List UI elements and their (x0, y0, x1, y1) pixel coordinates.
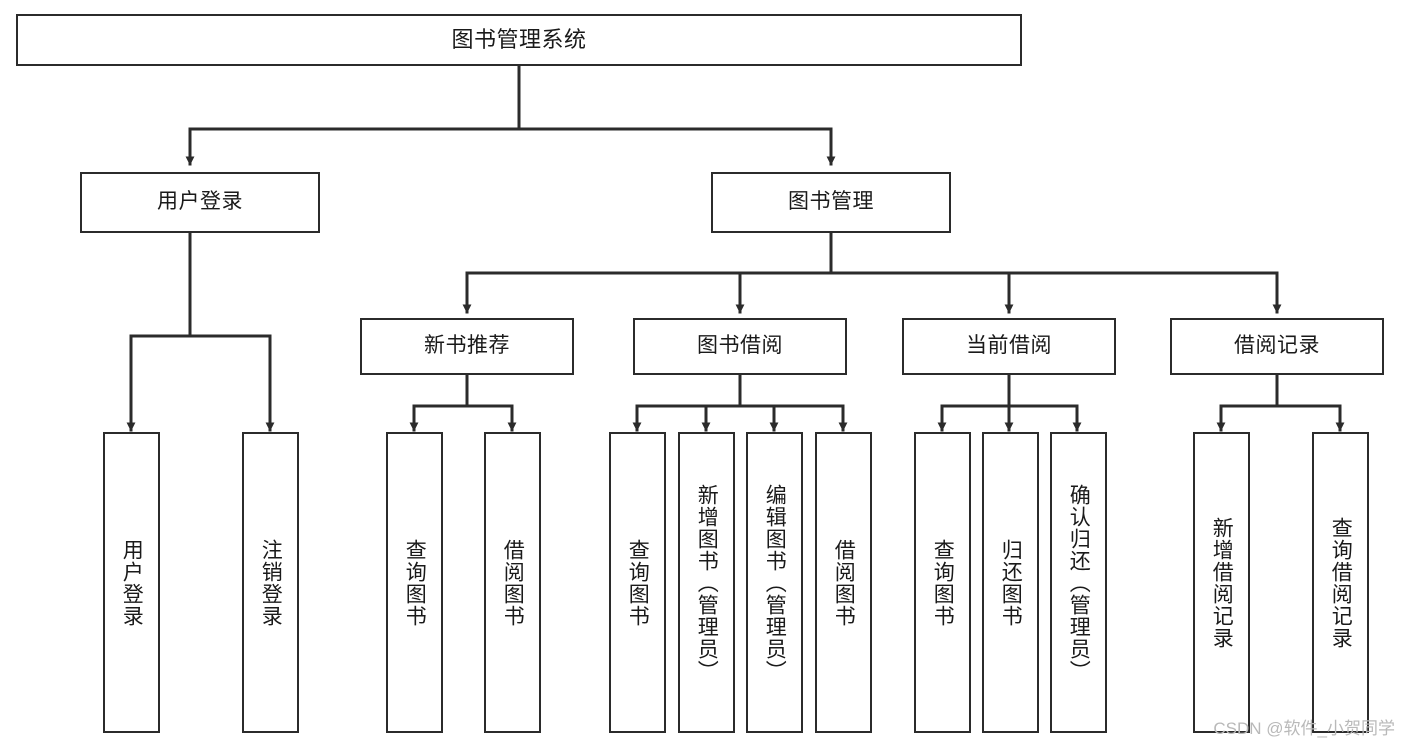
node-label: 确认归还（管理员） (1067, 483, 1091, 682)
node-label: 图书管理系统 (451, 27, 587, 53)
node-label: 编辑图书（管理员） (763, 483, 787, 682)
node-borrow-record[interactable]: 借阅记录 (1170, 318, 1384, 375)
node-label: 注销登录 (259, 538, 283, 627)
node-label: 用户登录 (120, 538, 144, 627)
node-leaf-confirm-return[interactable]: 确认归还（管理员） (1050, 432, 1107, 733)
node-leaf-return-book[interactable]: 归还图书 (982, 432, 1039, 733)
node-book-manage[interactable]: 图书管理 (711, 172, 951, 233)
node-label: 借阅图书 (501, 538, 525, 627)
node-leaf-borrow-book-2[interactable]: 借阅图书 (815, 432, 872, 733)
node-label: 查询图书 (403, 538, 427, 627)
node-label: 借阅记录 (1234, 334, 1320, 358)
node-leaf-edit-book[interactable]: 编辑图书（管理员） (746, 432, 803, 733)
node-leaf-borrow-book-1[interactable]: 借阅图书 (484, 432, 541, 733)
node-label: 查询图书 (931, 538, 955, 627)
node-leaf-add-record[interactable]: 新增借阅记录 (1193, 432, 1250, 733)
node-label: 图书管理 (788, 190, 874, 214)
node-user-login[interactable]: 用户登录 (80, 172, 320, 233)
node-label: 查询图书 (626, 538, 650, 627)
node-leaf-add-book[interactable]: 新增图书（管理员） (678, 432, 735, 733)
node-leaf-query-book-2[interactable]: 查询图书 (609, 432, 666, 733)
node-current-borrow[interactable]: 当前借阅 (902, 318, 1116, 375)
node-label: 新增借阅记录 (1210, 516, 1234, 649)
node-label: 图书借阅 (697, 334, 783, 358)
node-label: 归还图书 (999, 538, 1023, 627)
node-label: 当前借阅 (966, 334, 1052, 358)
node-leaf-user-login[interactable]: 用户登录 (103, 432, 160, 733)
node-label: 新增图书（管理员） (695, 483, 719, 682)
node-label: 新书推荐 (424, 334, 510, 358)
node-label: 查询借阅记录 (1329, 516, 1353, 649)
node-leaf-query-record[interactable]: 查询借阅记录 (1312, 432, 1369, 733)
node-label: 借阅图书 (832, 538, 856, 627)
node-label: 用户登录 (157, 190, 243, 214)
node-root-system[interactable]: 图书管理系统 (16, 14, 1022, 66)
node-new-book-recommend[interactable]: 新书推荐 (360, 318, 574, 375)
node-leaf-query-book-1[interactable]: 查询图书 (386, 432, 443, 733)
node-leaf-user-logout[interactable]: 注销登录 (242, 432, 299, 733)
node-book-borrow[interactable]: 图书借阅 (633, 318, 847, 375)
node-leaf-query-book-3[interactable]: 查询图书 (914, 432, 971, 733)
